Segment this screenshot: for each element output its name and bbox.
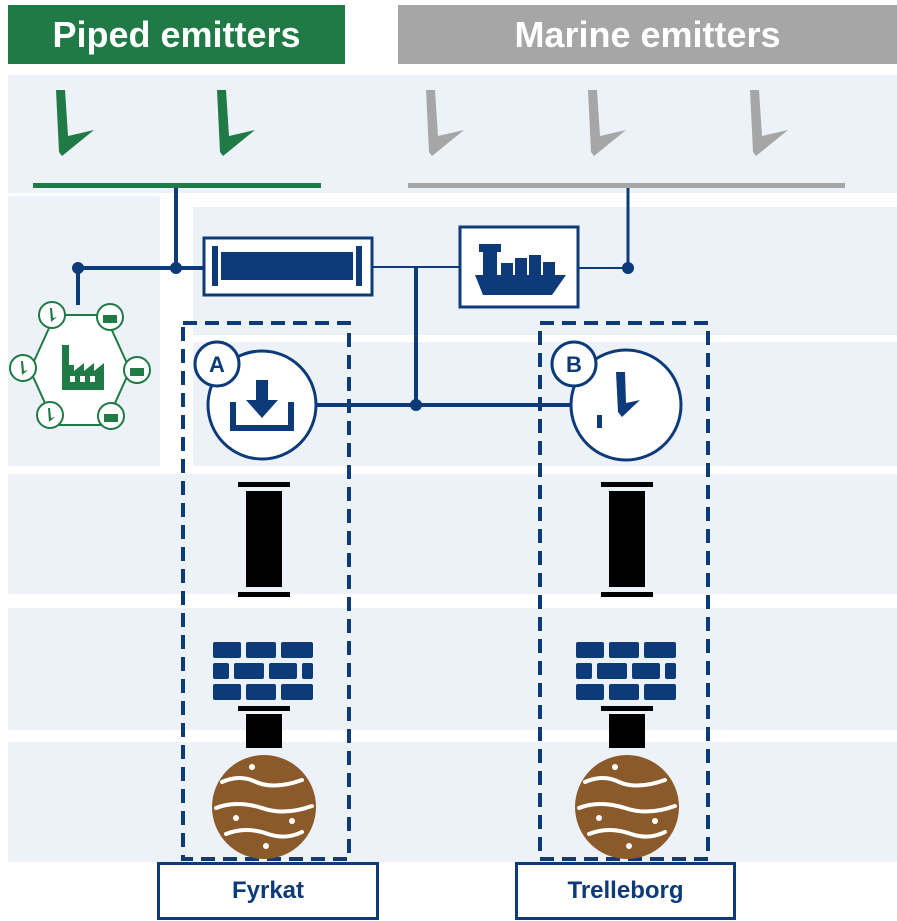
site-b-badge-label: B [566,352,582,377]
well-casing-icon [601,482,653,597]
smokestack-icon [56,90,94,156]
site-a-outline [181,321,351,861]
site-b-label: Trelleborg [515,862,736,920]
smokestack-icon [750,90,788,156]
reservoir-icon [212,755,316,859]
connection-lines [76,188,630,407]
junction-node [170,262,182,274]
smokestack-icon [426,90,464,156]
junction-node [410,399,422,411]
band-caprock [8,608,897,730]
industrial-cluster-icon [9,301,151,430]
well-casing-icon [238,482,290,597]
piped-bus-line [33,183,321,188]
junction-node [72,262,84,274]
reservoir-icon [575,755,679,859]
site-a-label: Fyrkat [157,862,379,920]
band-well [8,474,897,594]
pipeline-icon [202,236,374,297]
ship-icon [458,225,580,309]
piped-emitters-header: Piped emitters [8,5,345,64]
junction-node [622,262,634,274]
smokestack-icon [588,90,626,156]
site-a-badge-label: A [209,352,225,377]
injection-icon [569,348,683,462]
smokestack-icon [217,90,255,156]
caprock-icon [213,642,313,748]
marine-bus-line [408,183,845,188]
site-a-badge [193,340,241,388]
caprock-icon [576,642,676,748]
site-b-badge [550,340,598,388]
band-reservoir [8,742,897,862]
marine-emitters-header: Marine emitters [398,5,897,64]
